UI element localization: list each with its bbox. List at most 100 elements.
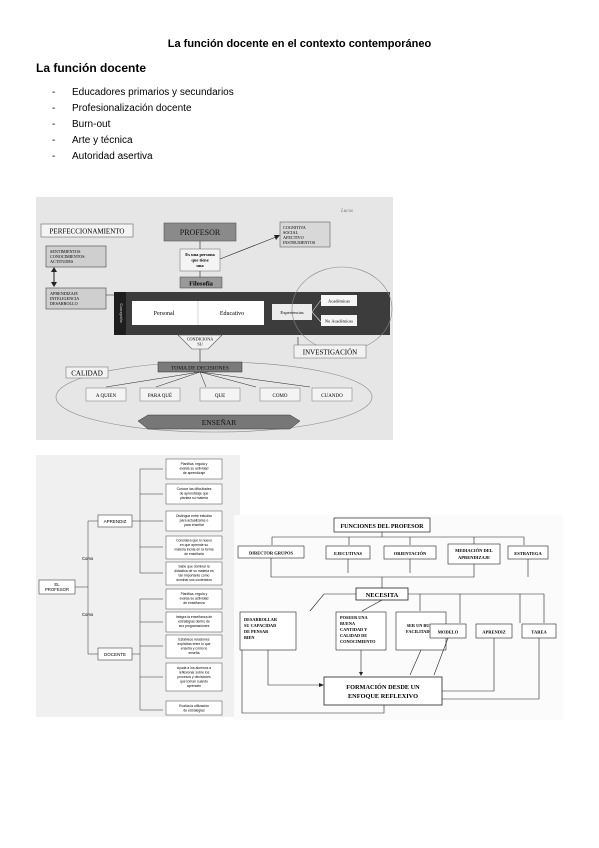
bullet-text: Autoridad asertiva [72, 151, 153, 162]
tree-item-line: estrategias dentro de [178, 620, 210, 624]
calidad-label: CALIDAD [71, 370, 103, 378]
branch-lines [105, 371, 311, 388]
tree-item-line: en que aprende su [180, 543, 208, 547]
bottom-item-line: CALIDAD DE [340, 633, 367, 638]
el-profesor-line: EL [54, 582, 60, 587]
funciones-label: FUNCIONES DEL PROFESOR [340, 524, 424, 530]
question-label: COMO [272, 394, 287, 399]
sentimientos-line: SENTIMIENTOS [50, 249, 81, 254]
ensenar-banner [137, 414, 301, 430]
concepcion-side [114, 292, 126, 335]
tree-item-line: de enseñanza [183, 601, 204, 605]
academicas-box [321, 295, 357, 306]
top-item-line: ESTRATEGA [514, 551, 542, 556]
aprendizaje-line: DESARROLLO [50, 301, 78, 306]
sentimientos-box [45, 245, 107, 268]
tree-item-line: para actualizarse o [180, 519, 209, 523]
academicas-label: Académicas [328, 299, 350, 304]
bottom-item-line: BIEN [244, 635, 255, 640]
tree-item-line: Evalúa la utilización [179, 704, 209, 708]
es-una-persona-line: una [196, 263, 204, 268]
bullet-item: -Profesionalización docente [52, 103, 234, 119]
tree-item-box [165, 535, 223, 560]
aprendizaje-box [45, 287, 107, 310]
docente-items: Planifica, regula y evalúa su actividad … [165, 588, 223, 716]
aprendizaje-line: INTELIGENCIA [50, 296, 79, 301]
bullet-item: -Autoridad asertiva [52, 151, 234, 167]
aprendiz-items: Planifica, regula y evalúa su actividad … [165, 458, 223, 586]
tree-item-line: procesos y decisiones [177, 675, 211, 679]
tree-item-line: enseña [188, 651, 199, 655]
root-connector [75, 520, 98, 655]
bottom-item-line: DE PENSAR [244, 629, 269, 634]
tree-item-line: explícitas entre lo que [178, 642, 211, 646]
tree-item-box [165, 588, 223, 610]
tree-item-line: evalúa su actividad [180, 597, 209, 601]
bottom-item-line: SU CAPACIDAD [244, 623, 276, 628]
tree-item-line: de estrategias [183, 709, 205, 713]
teacher-functions-diagram: FUNCIONES DEL PROFESOR DIRECTOR GRUPOS E… [234, 515, 563, 720]
teacher-concept-diagram: Lucas PERFECCIONAMIENTO PROFESOR SENTIMI… [36, 197, 393, 440]
como-label: Como [82, 556, 94, 561]
necesita-label: NECESITA [366, 592, 399, 599]
calidad-box [65, 366, 109, 379]
bullet-dash: - [52, 119, 56, 130]
cognitiva-line: AFECTIVO [283, 235, 304, 240]
question-box [259, 387, 301, 402]
filosofia-label: Filosofía [189, 281, 214, 288]
tree-item-line: aprenden [187, 684, 201, 688]
question-label: QUE [215, 394, 225, 399]
personal-label: Personal [154, 311, 175, 317]
perfeccionamiento-box [40, 223, 134, 238]
arrow-head [274, 235, 280, 240]
tree-item-line: de aprendizaje [183, 471, 205, 475]
formacion-line: FORMACIÓN DESDE UN [346, 683, 420, 691]
tree-item-line: Planifica, regula y [181, 462, 208, 466]
cognitiva-line: INSTRUMENTOS [283, 240, 316, 245]
funnel-shape [177, 334, 223, 350]
tree-item-line: para enseñar [184, 523, 205, 527]
investigacion-box [293, 344, 367, 359]
es-una-persona-line: Es una persona [185, 252, 215, 257]
question-label: CUANDO [321, 394, 343, 399]
profesor-label: PROFESOR [180, 228, 221, 237]
filosofia-box [179, 276, 223, 289]
sentimientos-line: CONOCIMIENTOS [50, 254, 85, 259]
bottom-item-line: POSEER UNA [340, 615, 368, 620]
question-box [139, 387, 181, 402]
top-connectors [271, 532, 525, 545]
tree-item-line: Considera que lo nuevo [176, 539, 212, 543]
sentimientos-line: ACTITUDES [50, 259, 74, 264]
teacher-roles-tree: EL PROFESOR Como Como APRENDIZ DOCENTE P… [36, 455, 240, 717]
document-title: La función docente en el contexto contem… [167, 38, 432, 50]
tree-item-line: reflexionar sobre los [179, 671, 210, 675]
bottom-item-line: CONOCIMIENTO [340, 639, 376, 644]
es-una-persona-line: que tiene [191, 258, 208, 263]
tree-item-box [165, 611, 223, 633]
top-item-line: DIRECTOR GRUPOS [249, 551, 294, 556]
bullet-item: -Arte y técnica [52, 135, 234, 151]
cognitiva-line: COGNITIVA [283, 225, 306, 230]
tree-item-box [165, 458, 223, 480]
feedback-line [241, 650, 385, 714]
top-item-box [447, 543, 501, 565]
tree-item-line: Ayuda a los alumnos a [177, 666, 211, 670]
como-label: Como [82, 612, 94, 617]
tree-item-box [165, 561, 223, 586]
tree-item-line: dominar sus contenidos [176, 578, 212, 582]
corner-note: Lucas [340, 209, 353, 214]
aprendiz-label: APRENDIZ [104, 519, 127, 524]
top-item-line: ORIENTACIÓN [394, 551, 427, 556]
tree-item-line: sus programaciones [179, 624, 210, 628]
question-label: PARA QUÉ [148, 393, 172, 399]
cognitiva-box [279, 221, 331, 248]
el-profesor-line: PROFESOR [45, 587, 69, 592]
bullet-text: Burn-out [72, 119, 111, 130]
bottom-item-box [335, 611, 387, 651]
aprendiz-connectors [132, 468, 163, 574]
tree-item-box [165, 662, 223, 692]
connector-line [219, 236, 277, 260]
ensenar-label: ENSEÑAR [202, 417, 237, 427]
no-academicas-label: No Académicas [325, 319, 354, 324]
tree-item-line: Planifica, regula y [181, 592, 208, 596]
